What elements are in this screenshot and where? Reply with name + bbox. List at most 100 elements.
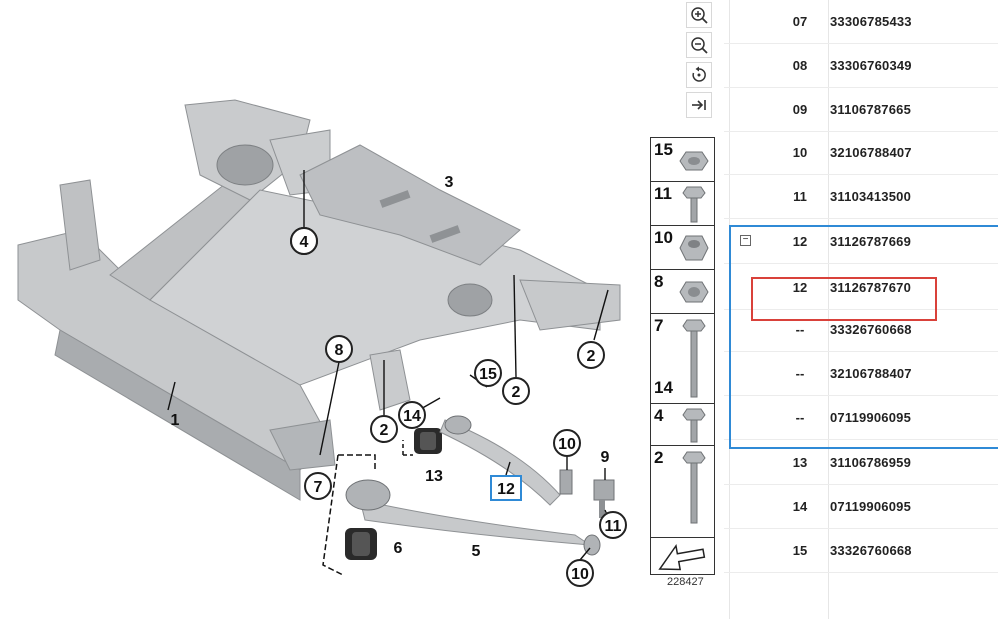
callout-5: 5	[472, 543, 481, 560]
legend-part-10[interactable]: 10	[651, 226, 714, 270]
position-cell: 13	[792, 455, 808, 470]
collar-nut-icon	[679, 281, 709, 303]
bolt-medium-icon	[682, 451, 706, 524]
strip-arrow-cell[interactable]	[651, 538, 714, 574]
legend-number: 8	[654, 272, 664, 291]
table-row[interactable]: 07 33306785433	[724, 0, 998, 44]
table-row[interactable]: 13 31106786959	[724, 441, 998, 485]
table-row[interactable]: 10 32106788407	[724, 131, 998, 175]
legend-part-2[interactable]: 2	[651, 446, 714, 538]
part-number-cell: 07119906095	[830, 499, 912, 514]
callout-13: 13	[425, 468, 443, 485]
position-cell: --	[795, 366, 805, 381]
legend-part-11[interactable]: 11	[651, 182, 714, 226]
legend-part-8[interactable]: 8	[651, 270, 714, 314]
next-button[interactable]	[686, 92, 712, 118]
table-row[interactable]: 11 31103413500	[724, 175, 998, 219]
legend-number: 15	[654, 140, 673, 159]
position-cell: 12	[792, 280, 808, 295]
parts-diagram: 2 8 2 2 2 15 14 7 10 11 10 1 3 5 6	[17, 99, 627, 587]
part-number-cell: 33326760668	[830, 322, 912, 337]
next-icon	[692, 100, 706, 110]
subframe-illustration	[17, 99, 621, 576]
position-cell: 15	[792, 543, 808, 558]
part-number-cell: 31106787665	[830, 102, 912, 117]
hex-nut-icon	[679, 235, 709, 261]
callout-15: 15	[474, 359, 502, 387]
bolt-short-icon	[682, 186, 706, 223]
part-number-cell: 33306785433	[830, 14, 912, 29]
table-row[interactable]: 15 33326760668	[724, 529, 998, 573]
zoom-out-button[interactable]	[686, 32, 712, 58]
position-cell: 11	[793, 189, 807, 204]
part-number-cell: 07119906095	[830, 410, 912, 425]
legend-part-15[interactable]: 15	[651, 138, 714, 182]
parts-legend-strip: 15 11 10 8 7 14 4 2	[650, 137, 715, 575]
table-row[interactable]: -- 32106788407	[724, 352, 998, 396]
part-number-cell: 31126787669	[830, 234, 912, 249]
position-cell: 14	[792, 499, 808, 514]
position-cell: --	[795, 410, 805, 425]
flange-nut-icon	[679, 151, 709, 171]
image-id-label: 228427	[667, 576, 704, 588]
part-number-cell: 31126787670	[830, 280, 912, 295]
position-cell: 08	[792, 58, 808, 73]
position-cell: 09	[792, 102, 808, 117]
part-number-cell: 31106786959	[830, 455, 912, 470]
callout-4-badge: 4	[290, 227, 318, 255]
callout-12[interactable]: 12	[490, 475, 522, 501]
svg-text:15: 15	[479, 366, 497, 383]
part-number-cell: 33326760668	[830, 543, 912, 558]
position-cell: 12	[792, 234, 808, 249]
parts-table: 07 33306785433 08 33306760349 09 31106787665 1…	[724, 0, 998, 619]
legend-number: 2	[654, 448, 664, 467]
svg-text:11: 11	[605, 518, 622, 535]
position-cell: --	[795, 322, 805, 337]
svg-text:10: 10	[558, 436, 576, 453]
legend-part-4[interactable]: 4	[651, 404, 714, 446]
svg-text:2: 2	[587, 348, 596, 365]
zoom-toolbar	[686, 0, 716, 122]
callout-9: 9	[601, 449, 610, 466]
callout-11: 11	[599, 511, 627, 539]
callout-2c: 2	[502, 377, 530, 405]
svg-text:14: 14	[403, 408, 421, 425]
svg-text:12: 12	[497, 481, 515, 498]
legend-number: 11	[654, 184, 672, 203]
part-number-cell: 33306760349	[830, 58, 912, 73]
svg-text:8: 8	[335, 342, 344, 359]
reset-button[interactable]	[686, 62, 712, 88]
callout-3: 3	[445, 174, 454, 191]
legend-number: 4	[654, 406, 664, 425]
svg-text:2: 2	[380, 422, 389, 439]
table-row[interactable]: 12 31126787670	[724, 266, 998, 310]
part-number-cell: 32106788407	[830, 145, 912, 160]
svg-text:2: 2	[512, 384, 521, 401]
collapse-toggle-icon[interactable]: −	[740, 235, 751, 246]
callout-8: 8	[325, 335, 353, 363]
table-row[interactable]: 08 33306760349	[724, 44, 998, 88]
position-cell: 07	[792, 14, 808, 29]
callout-2d: 2	[577, 341, 605, 369]
position-cell: 10	[792, 145, 808, 160]
zoom-in-button[interactable]	[686, 2, 712, 28]
part-number-cell: 32106788407	[830, 366, 912, 381]
table-row[interactable]: − 12 31126787669	[724, 220, 998, 264]
arrow-icon	[658, 543, 706, 571]
table-row[interactable]: 09 31106787665	[724, 88, 998, 132]
reset-icon	[692, 66, 706, 82]
legend-part-7-14[interactable]: 7 14	[651, 314, 714, 404]
bolt-long-icon	[682, 319, 706, 398]
zoom-in-icon	[691, 7, 708, 24]
svg-text:10: 10	[571, 566, 589, 583]
flange-bolt-icon	[682, 408, 706, 443]
callout-1: 1	[171, 412, 180, 429]
legend-number: 7	[654, 316, 664, 335]
table-row[interactable]: -- 33326760668	[724, 308, 998, 352]
part-number-cell: 31103413500	[830, 189, 912, 204]
table-row[interactable]: 14 07119906095	[724, 485, 998, 529]
svg-text:7: 7	[314, 479, 323, 496]
legend-number: 10	[654, 228, 673, 247]
zoom-out-icon	[691, 37, 708, 54]
table-row[interactable]: -- 07119906095	[724, 396, 998, 440]
